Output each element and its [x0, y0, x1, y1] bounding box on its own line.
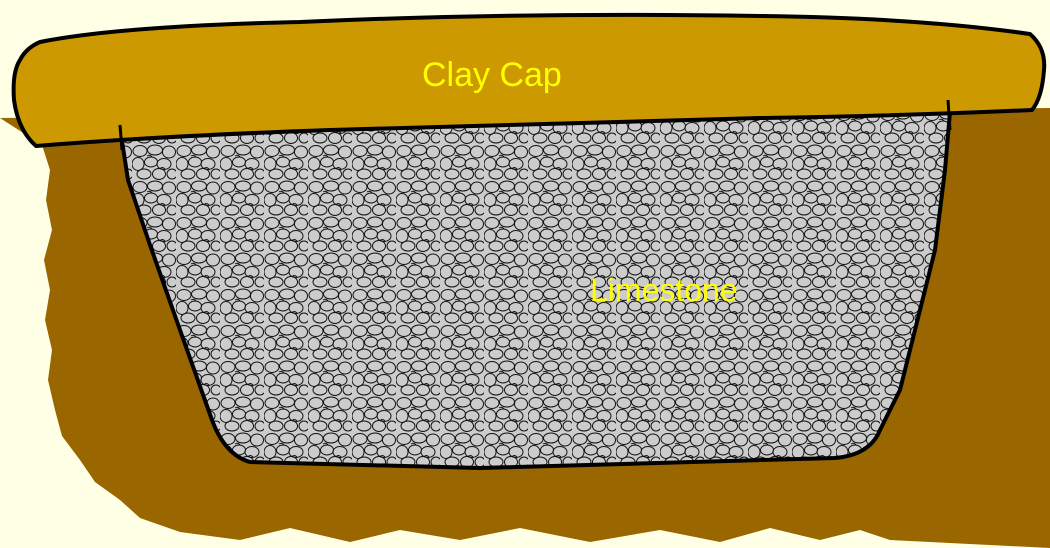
limestone-label: Limestone	[590, 272, 738, 309]
pit-edge-mark-right	[948, 100, 950, 130]
clay-cap-label: Clay Cap	[422, 56, 562, 95]
limestone-pit	[120, 112, 950, 468]
pit-edge-mark-left	[120, 125, 122, 150]
